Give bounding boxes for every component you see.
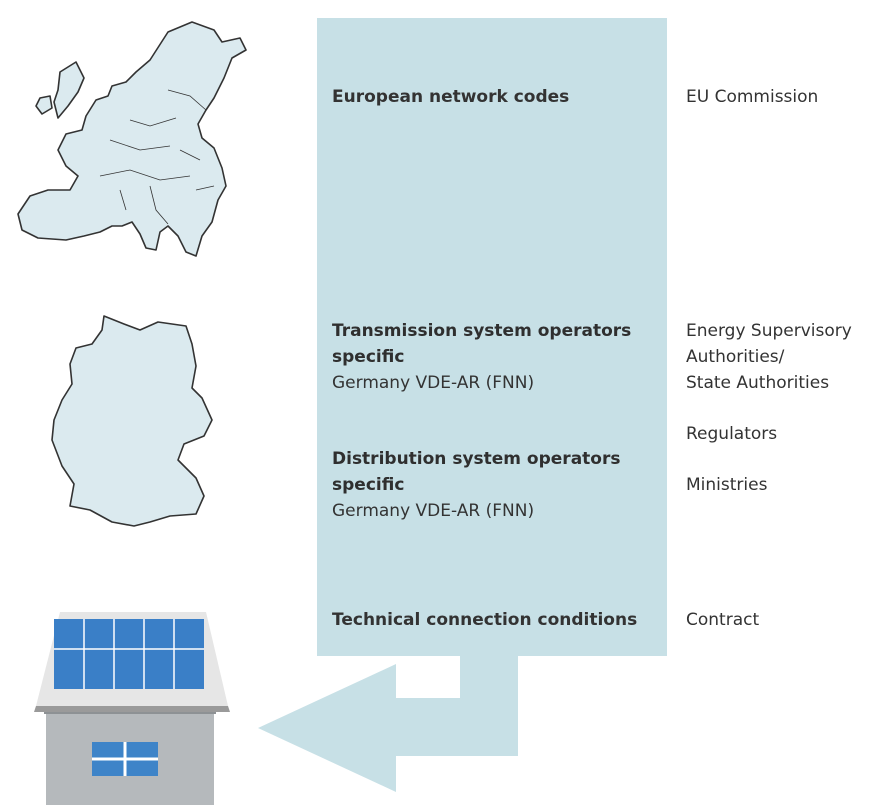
europe-map-icon [17, 21, 247, 257]
tcc-authority: Contract [686, 610, 760, 630]
tso-title-line-1: Transmission system operators [332, 321, 632, 341]
tso-title-line-2: specific [332, 347, 405, 367]
eu-authority: EU Commission [686, 87, 819, 107]
tcc-level-title: Technical connection conditions [332, 610, 638, 630]
tso-authority-line-2: Authorities/ [686, 347, 785, 367]
tso-level-block: Transmission system operators specific G… [332, 318, 631, 396]
eu-level-title: European network codes [332, 87, 570, 107]
dso-level-block: Distribution system operators specific G… [332, 446, 620, 524]
dso-subtitle: Germany VDE-AR (FNN) [332, 501, 535, 521]
tso-authority-line-1: Energy Supervisory [686, 321, 852, 341]
tso-authority-line-3: State Authorities [686, 373, 830, 393]
dso-authority: Ministries [686, 475, 768, 495]
germany-map-icon [51, 315, 213, 527]
flow-arrow [258, 656, 518, 792]
dso-title-line-1: Distribution system operators [332, 449, 621, 469]
tso-authority-block: Energy Supervisory Authorities/ State Au… [686, 318, 852, 396]
dso-title-line-2: specific [332, 475, 405, 495]
tso-subtitle: Germany VDE-AR (FNN) [332, 373, 535, 393]
regulators-authority: Regulators [686, 424, 778, 444]
house-solar-icon [34, 612, 230, 805]
hierarchy-panel [317, 18, 667, 656]
